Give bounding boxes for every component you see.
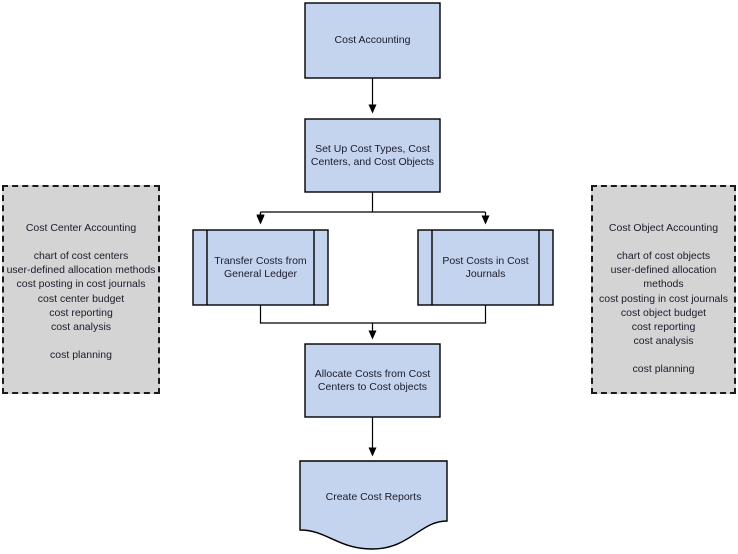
group-item: cost analysis (633, 335, 694, 348)
group-item: cost reporting (49, 306, 113, 319)
group-extra-cost-object-accounting: cost planning (632, 363, 695, 376)
group-extra-cost-center-accounting: cost planning (50, 349, 112, 362)
connector-setup-split (261, 192, 486, 222)
node-allocate-costs[interactable] (304, 343, 441, 418)
group-list-cost-center-accounting: chart of cost centers user-defined alloc… (4, 249, 158, 334)
group-item: cost analysis (50, 321, 112, 334)
node-setup[interactable] (304, 118, 441, 193)
group-item: cost reporting (631, 321, 696, 334)
group-item: cost posting in cost journals (16, 278, 146, 291)
group-item: user-defined allocation methods (6, 264, 156, 277)
group-list-cost-object-accounting: chart of cost objects user-defined alloc… (593, 249, 734, 348)
connector-layer (259, 78, 490, 457)
node-shape-layer (192, 2, 554, 550)
group-title-cost-center-accounting: Cost Center Accounting (25, 222, 137, 234)
group-item: cost object budget (620, 306, 707, 319)
group-cost-object-accounting[interactable]: Cost Object Accounting chart of cost obj… (591, 185, 736, 394)
group-item: user-defined allocation methods (610, 264, 717, 291)
group-item: cost posting in cost journals (599, 292, 728, 305)
group-item: chart of cost centers (33, 250, 129, 262)
connector-merge-from-processes (259, 305, 487, 324)
group-title-cost-object-accounting: Cost Object Accounting (608, 222, 719, 234)
node-cost-accounting[interactable] (304, 2, 441, 79)
group-item: chart of cost objects (616, 250, 711, 262)
group-item: cost center budget (37, 292, 125, 305)
group-cost-center-accounting[interactable]: Cost Center Accounting chart of cost cen… (2, 185, 160, 394)
node-transfer-costs[interactable] (192, 229, 329, 306)
node-create-reports[interactable] (299, 460, 448, 550)
node-post-costs[interactable] (417, 229, 554, 306)
